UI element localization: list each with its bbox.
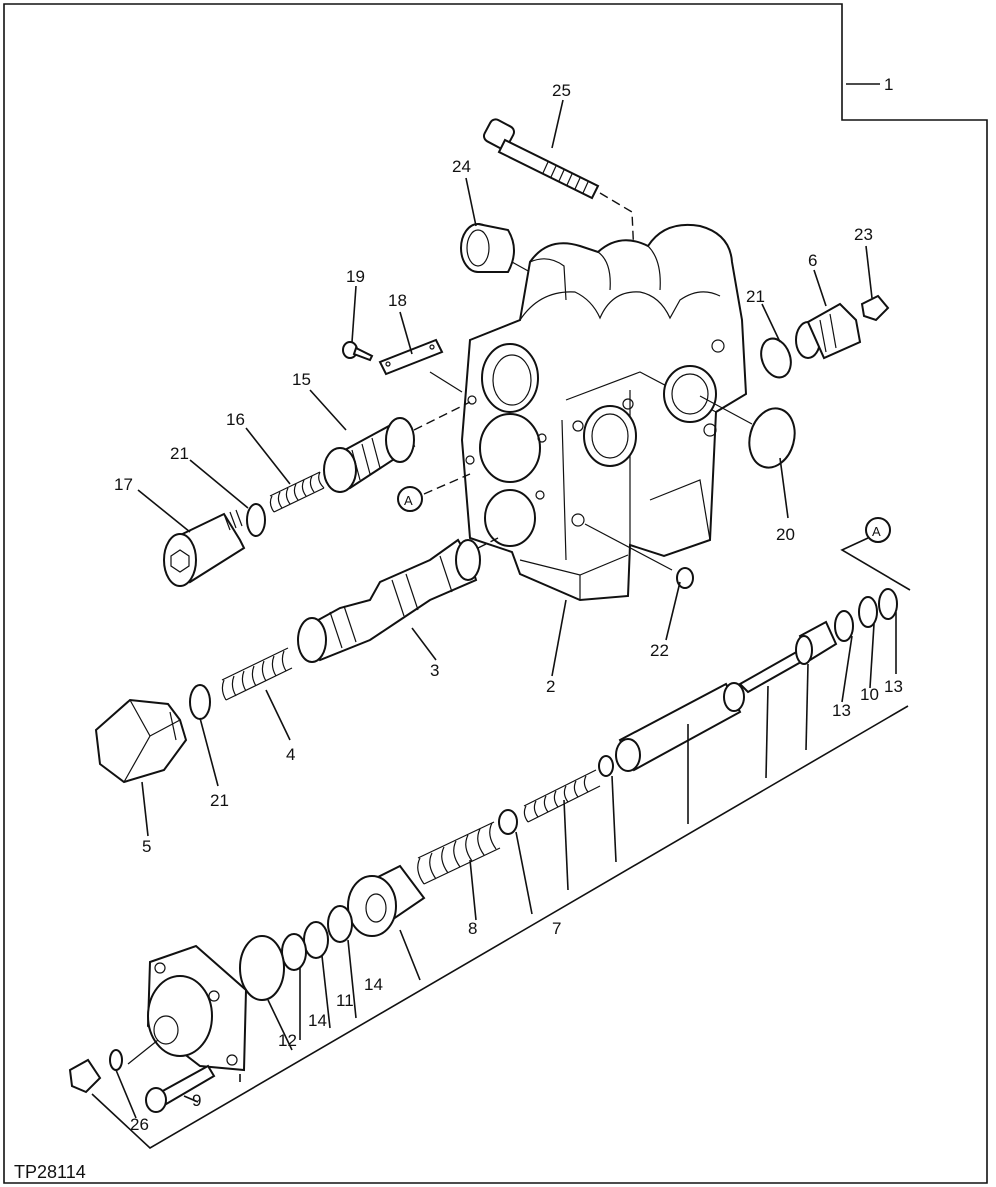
callout-labels: 1 25 24 23 6 19 21 18 15 16 21 17 20 22 …: [114, 75, 903, 1134]
part-13-ring-right: [878, 588, 898, 620]
part-25-bolt: [483, 118, 637, 301]
part-21-o-ring-right: [760, 337, 792, 379]
part-17-plug: [163, 509, 246, 587]
callout-1: 1: [884, 75, 893, 94]
part-2-valve-housing: [460, 224, 748, 602]
callout-20: 20: [776, 525, 795, 544]
lower-sleeve: [615, 682, 745, 772]
assembly-baseline: [91, 705, 909, 1149]
callout-2: 2: [546, 677, 555, 696]
svg-text:A: A: [404, 493, 413, 508]
callout-15: 15: [292, 370, 311, 389]
part-5-hex-plug: [94, 698, 188, 784]
part-8-spring: [417, 821, 501, 885]
callout-12: 12: [278, 1031, 297, 1050]
callout-8: 8: [468, 919, 477, 938]
callout-13-left: 13: [832, 701, 851, 720]
lower-piston: [347, 864, 426, 937]
part-14-ring-lower: [281, 933, 307, 971]
callout-21-lower: 21: [210, 791, 229, 810]
part-18-plate: [378, 338, 463, 393]
part-3-main-spool: [297, 537, 499, 663]
callout-21-upper: 21: [170, 444, 189, 463]
part-15-spool: [323, 401, 471, 493]
lower-bolt: [68, 1058, 102, 1094]
callout-3: 3: [430, 661, 439, 680]
part-24-plug: [460, 223, 531, 273]
callout-22: 22: [650, 641, 669, 660]
callout-18: 18: [388, 291, 407, 310]
ref-marker-a-upper: A: [397, 473, 471, 512]
callout-23: 23: [854, 225, 873, 244]
part-23-cap: [860, 294, 890, 322]
part-14-ring-upper: [327, 905, 353, 943]
part-21-o-ring-upper: [246, 503, 266, 537]
part-20-o-ring: [699, 395, 796, 469]
lower-spring-seat: [498, 809, 518, 835]
callout-5: 5: [142, 837, 151, 856]
svg-text:A: A: [872, 524, 881, 539]
part-10-ring: [858, 596, 878, 628]
part-12-o-ring: [239, 935, 285, 1001]
part-13-ring-left: [834, 610, 854, 642]
callout-14-upper: 14: [364, 975, 383, 994]
callout-13-right: 13: [884, 677, 903, 696]
diagram-frame: [3, 3, 988, 1184]
callout-17: 17: [114, 475, 133, 494]
callout-6: 6: [808, 251, 817, 270]
part-21-o-ring-lower: [189, 684, 211, 720]
part-22-o-ring: [584, 523, 694, 589]
callout-11: 11: [336, 991, 354, 1010]
callout-9: 9: [192, 1091, 201, 1110]
part-16-spring: [269, 471, 325, 513]
part-4-spring: [221, 647, 293, 701]
callout-4: 4: [286, 745, 295, 764]
callout-25: 25: [552, 81, 571, 100]
part-26-washer: [109, 1049, 123, 1071]
part-19-screw: [342, 341, 374, 362]
ref-marker-a-lower: A: [840, 517, 911, 591]
callout-21-right: 21: [746, 287, 765, 306]
part-6-fitting: [795, 302, 862, 360]
callout-14-lower: 14: [308, 1011, 327, 1030]
lower-washer: [598, 755, 614, 777]
callout-19: 19: [346, 267, 365, 286]
callout-24: 24: [452, 157, 471, 176]
callout-7: 7: [552, 919, 561, 938]
callout-16: 16: [226, 410, 245, 429]
callout-26: 26: [130, 1115, 149, 1134]
lower-spool-tip: [738, 620, 838, 694]
callout-10: 10: [860, 685, 879, 704]
lower-small-spring: [523, 769, 601, 823]
figure-id: TP28114: [14, 1162, 86, 1182]
part-11-ring: [303, 921, 329, 959]
leader-lines: [115, 83, 897, 1119]
lower-cover-flange: [127, 944, 248, 1072]
part-9-adjusting-screw: [145, 1064, 216, 1113]
